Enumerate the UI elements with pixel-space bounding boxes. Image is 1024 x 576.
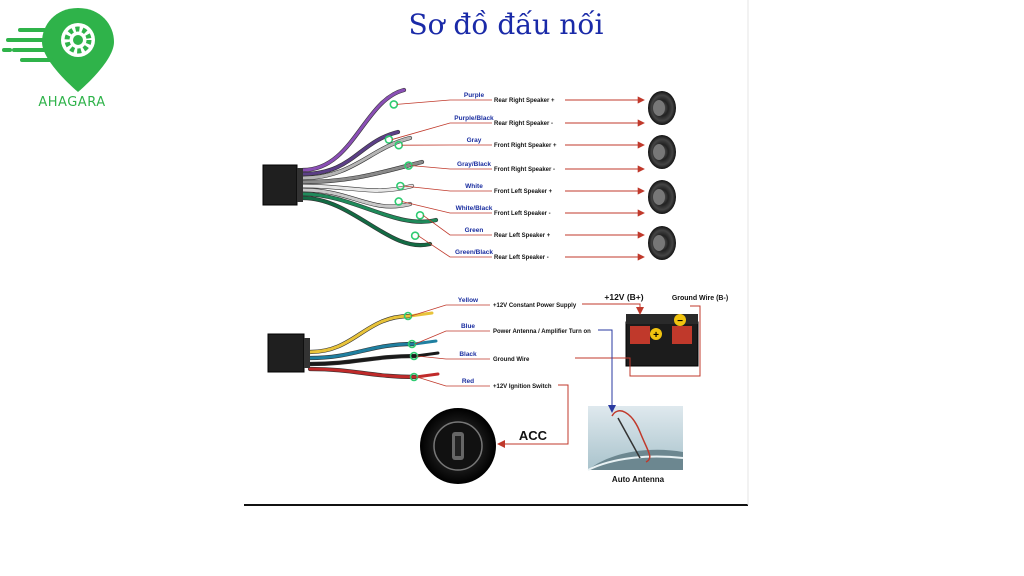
wire-marker [415, 211, 425, 220]
brand-name: AHAGARA [38, 95, 105, 110]
power-wire [308, 314, 412, 354]
speaker-icon [648, 91, 676, 125]
speaker-wire [301, 196, 432, 247]
antenna-label: Auto Antenna [612, 475, 665, 484]
speaker-wire [301, 88, 406, 172]
antenna-mast [617, 417, 641, 459]
wire-function-label: Power Antenna / Amplifier Turn on [493, 329, 591, 335]
battery-positive-terminal [650, 328, 662, 340]
power-wire [308, 354, 418, 366]
wire-color-label: White [465, 183, 483, 190]
gear-icon [64, 26, 92, 54]
speaker-wire [301, 188, 412, 208]
svg-text:+: + [653, 330, 659, 341]
page-title: Sơ đồ đấu nối [408, 8, 603, 41]
wire-function-label: Front Left Speaker + [494, 189, 553, 195]
battery-negative-terminal [674, 314, 686, 326]
wire-color-label: Blue [461, 323, 475, 330]
wire-color-label: Purple/Black [454, 115, 494, 122]
wire-function-label: Front Right Speaker + [494, 143, 557, 149]
speaker-wire [301, 160, 424, 184]
wire-function-label: Front Left Speaker - [494, 211, 551, 217]
wire-color-label: Yellow [458, 297, 479, 304]
wire-color-label: Purple [464, 92, 485, 99]
wire-marker [410, 231, 420, 241]
ignition-switch: ACC [420, 408, 548, 484]
battery-ground-label: Ground Wire (B-) [672, 295, 728, 302]
wire-color-label: Gray/Black [457, 161, 491, 168]
wire-color-label: Green/Black [455, 249, 493, 256]
speaker-icon [648, 180, 676, 214]
power-connections [497, 303, 701, 448]
speaker-icon [648, 226, 676, 260]
power-wire-bundle [307, 311, 440, 382]
wire-marker [389, 100, 399, 109]
battery: + − +12V (B+) Ground Wire (B-) [604, 292, 728, 367]
wire-function-label: Rear Right Speaker + [494, 98, 555, 104]
speaker-wire [301, 184, 414, 192]
wire-function-label: +12V Constant Power Supply [493, 303, 577, 309]
speaker-wire [301, 130, 400, 176]
wire-color-label: Black [459, 351, 477, 358]
power-harness: Yellow +12V Constant Power SupplyBluePowe… [267, 297, 591, 390]
power-wire [308, 367, 418, 379]
wire-function-label: Ground Wire [493, 357, 530, 363]
speaker-wire [301, 192, 438, 224]
wire-function-label: Rear Left Speaker + [494, 233, 551, 239]
acc-label: ACC [519, 428, 548, 443]
wire-function-label: Front Right Speaker - [494, 167, 555, 173]
wire-color-label: White/Black [456, 205, 493, 212]
power-connector [267, 333, 305, 373]
speaker-connector [262, 164, 298, 206]
speaker-wire-bundle [300, 87, 439, 248]
wire-color-label: Gray [467, 137, 482, 144]
auto-antenna: Auto Antenna [587, 406, 684, 484]
brand-logo: AHAGARA [2, 8, 114, 110]
power-wire [308, 342, 416, 360]
wire-color-label: Red [462, 378, 474, 385]
speaker-icon [648, 135, 676, 169]
svg-text:−: − [677, 316, 683, 327]
wire-function-label: Rear Left Speaker - [494, 255, 549, 261]
wire-marker [384, 135, 394, 144]
battery-positive-label: +12V (B+) [604, 292, 643, 302]
wire-function-label: +12V Ignition Switch [493, 384, 552, 390]
wire-color-label: Green [465, 227, 484, 234]
speakers [648, 91, 676, 260]
wire-function-label: Rear Right Speaker - [494, 121, 553, 127]
speed-lines-icon [2, 28, 54, 62]
